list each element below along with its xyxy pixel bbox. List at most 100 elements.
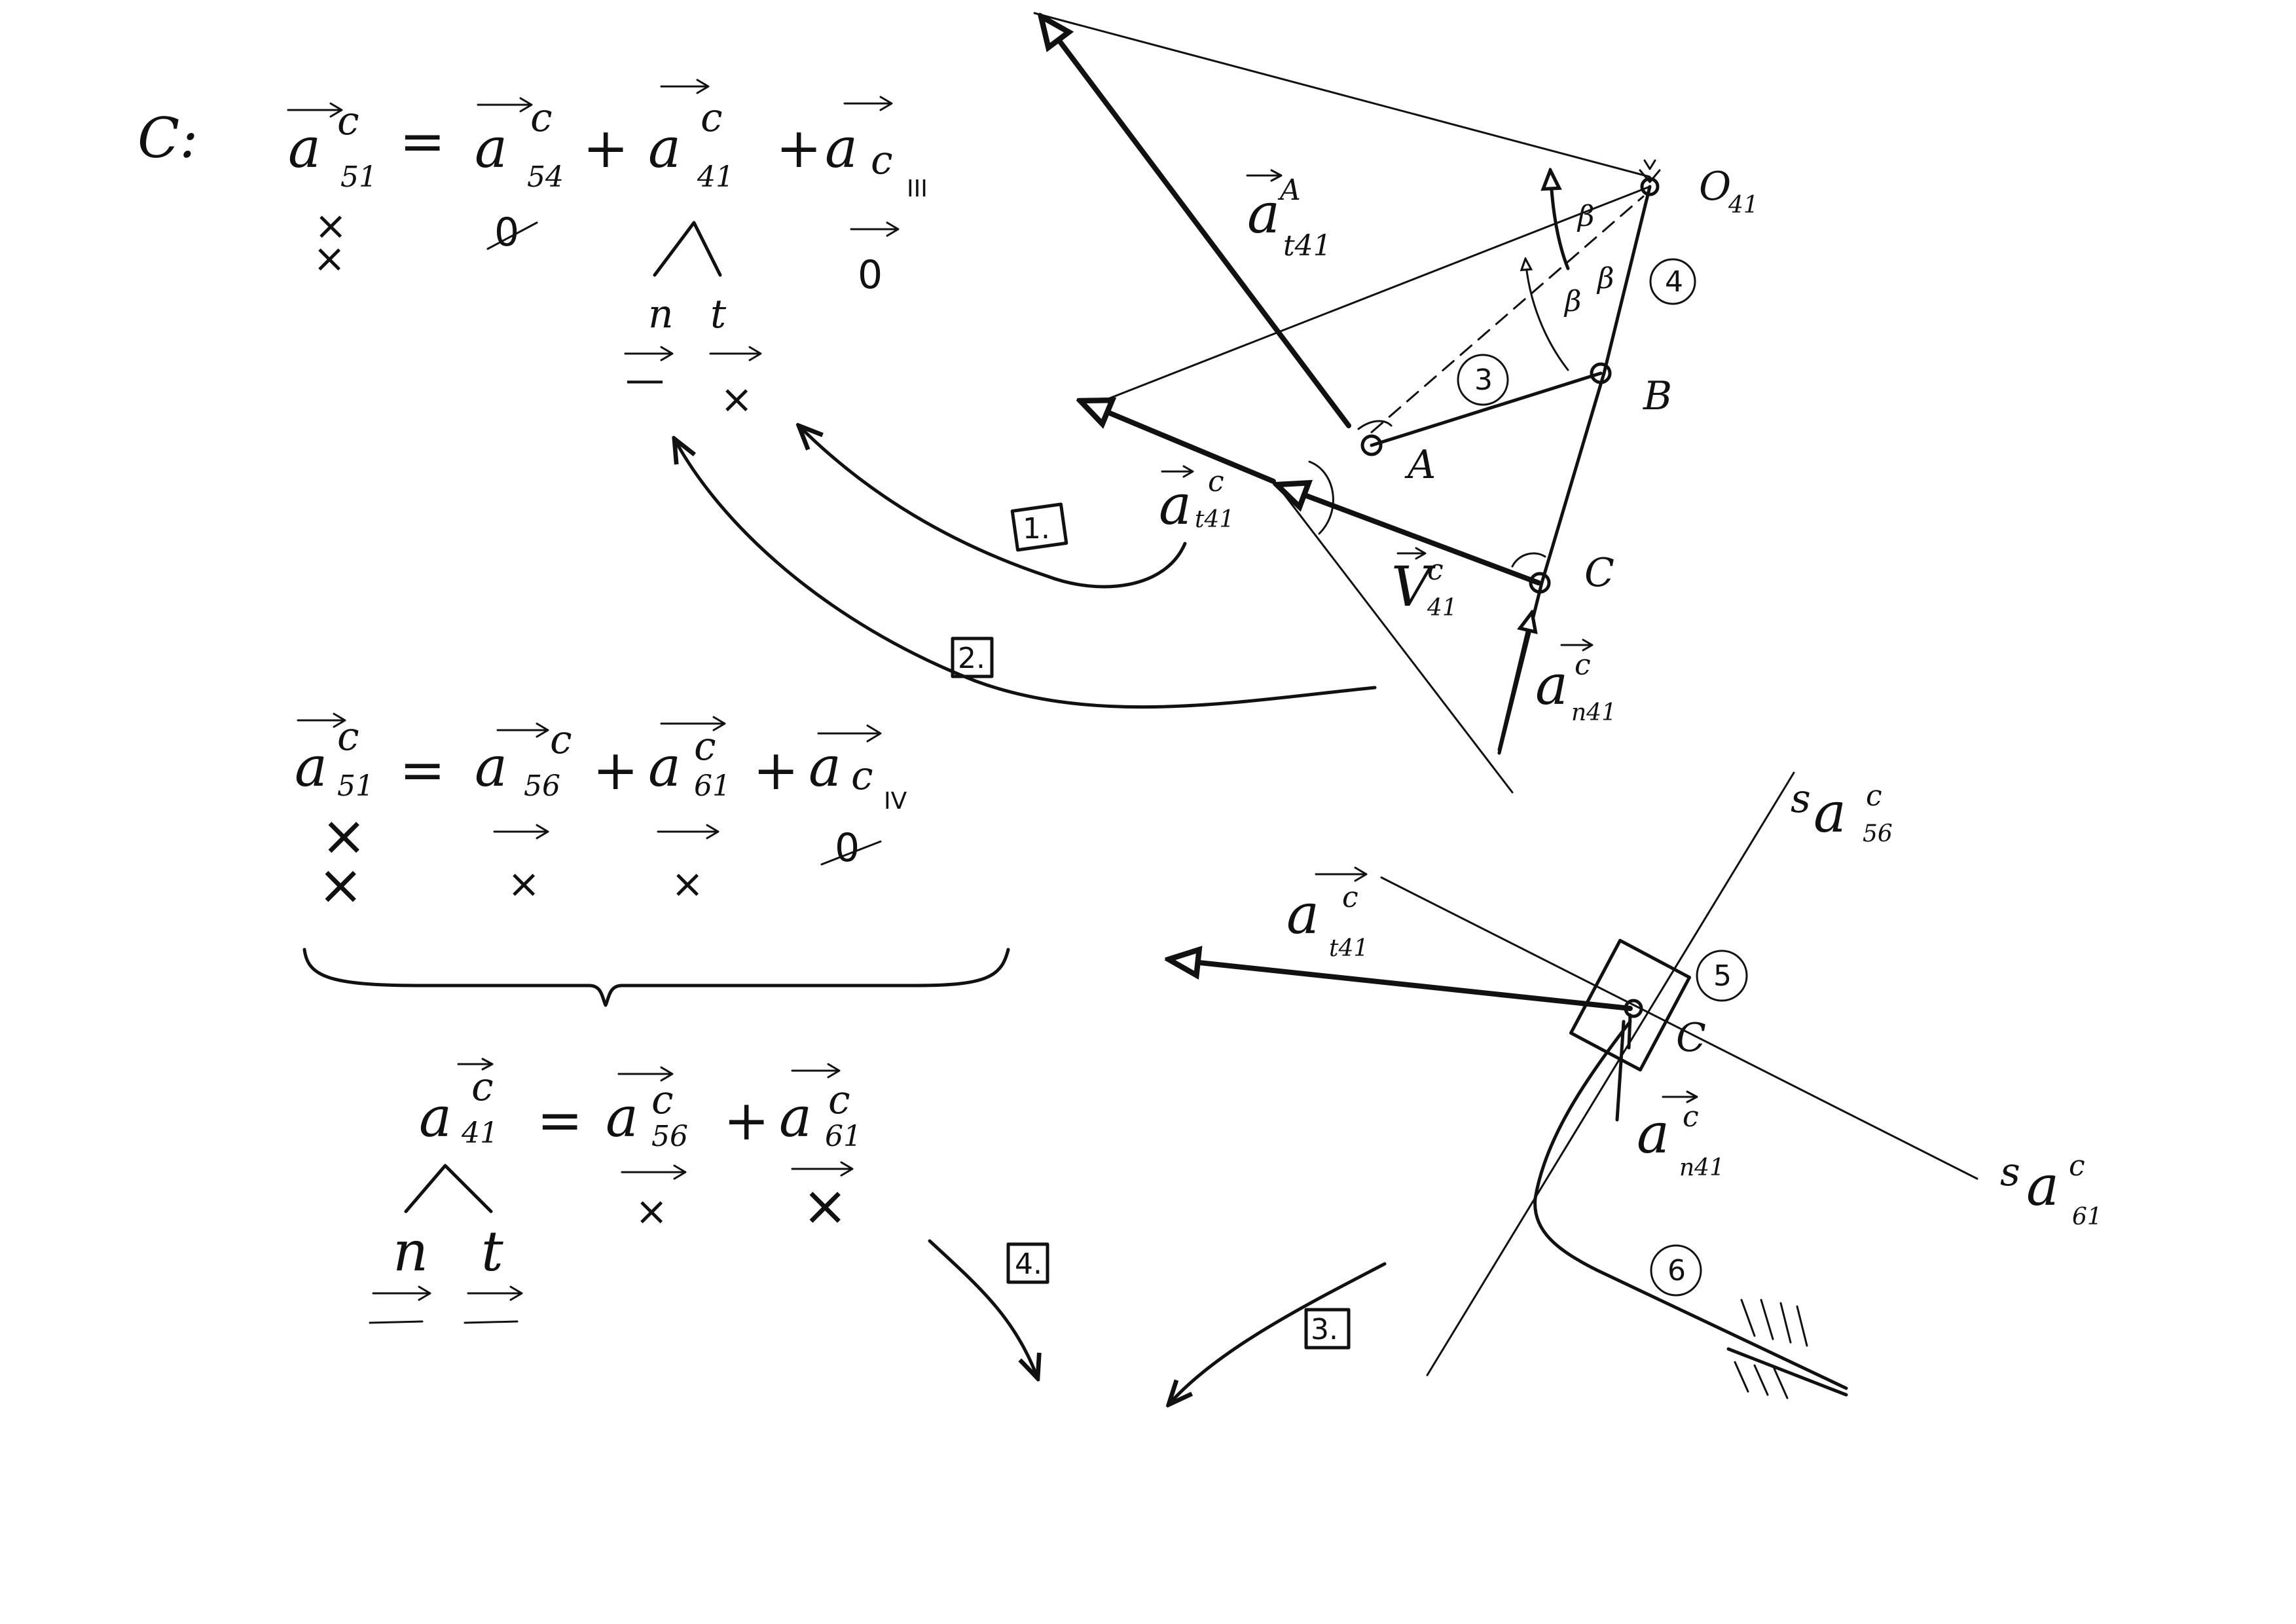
step-4-label: 4. [1015, 1247, 1042, 1281]
equation-1: C: a c 51 = a c 54 + a c 41 + a c III [137, 79, 928, 422]
link-4-circle [1649, 258, 1696, 305]
construction-line [1275, 483, 1514, 794]
link-6-label: 6 [1667, 1254, 1686, 1287]
vector-arrow-icon [1315, 866, 1368, 882]
svg-text:a: a [1247, 181, 1280, 246]
eq1-marker-lhs-2: × [313, 236, 346, 282]
step-2-arrow [674, 439, 1377, 709]
mechanism-diagram: O 41 B A C 3 4 β β β a A t41 a c t41 V [1033, 13, 1758, 794]
label-sa56: s a c 56 [1791, 776, 1893, 847]
eq2-term-a61: a c 61 [648, 716, 731, 803]
svg-text:c: c [694, 724, 716, 769]
eq2-term-a56: a c 56 [475, 717, 572, 803]
svg-text:a: a [809, 735, 841, 799]
svg-text:56: 56 [651, 1120, 688, 1153]
svg-text:s: s [1791, 776, 1811, 822]
slider-diagram: s a c 56 s a c 61 a c t41 a c n41 C 5 6 [1169, 771, 2102, 1399]
eq3-marker-t2: × [802, 1173, 848, 1238]
vector-arrow-icon [657, 824, 720, 840]
label-atA: a A t41 [1246, 169, 1332, 263]
svg-text:a: a [475, 116, 507, 180]
vector-arrow-icon [621, 1164, 687, 1180]
link-4 [1497, 185, 1652, 755]
vector-arrow-icon [1662, 1090, 1698, 1103]
eq1-marker-t3: 0 [858, 252, 883, 298]
eq2-plus-1: + [592, 738, 638, 802]
beta-label: β [1596, 262, 1614, 295]
svg-text:a: a [648, 735, 681, 799]
eq2-marker-lhs-1: × [321, 803, 367, 868]
eq2-marker-lhs-2: × [318, 853, 363, 917]
svg-text:61: 61 [825, 1120, 862, 1153]
eq1-prefix: C: [137, 106, 198, 170]
ground-hatch-icon [1734, 1299, 1808, 1399]
step-3-arrow [1169, 1262, 1387, 1405]
label-atC-upper: a c t41 [1159, 465, 1234, 537]
eq1-term-a41: a c 41 [648, 79, 734, 194]
eq2-marker-t2: × [671, 861, 704, 907]
svg-text:c: c [651, 1077, 674, 1123]
vector-arrow-icon [297, 712, 346, 728]
vector-arrow-icon [493, 824, 549, 840]
svg-text:41: 41 [1427, 595, 1457, 621]
step-2-box [951, 637, 994, 678]
eq1-term-a54: a c 54 [475, 95, 564, 194]
vector-atC-upper [1080, 401, 1276, 484]
split-branch [653, 221, 722, 277]
svg-text:c: c [530, 95, 553, 141]
grouping-brace [302, 948, 1010, 1007]
slider-block-5 [1569, 938, 1692, 1072]
svg-text:c: c [2069, 1149, 2085, 1183]
svg-text:c: c [1427, 553, 1444, 587]
vector-arrow-icon [817, 724, 882, 743]
vector-arrow-icon [477, 97, 533, 113]
vector-arrow-icon [496, 722, 549, 738]
vector-arrow-icon [287, 102, 343, 118]
equation-2: a c 51 = a c 56 + a c 61 + a c IV × × × [295, 712, 1010, 1007]
step-3-label: 3. [1311, 1313, 1338, 1346]
svg-text:s: s [2000, 1149, 2020, 1195]
step-1-label: 1. [1023, 512, 1050, 545]
svg-text:n41: n41 [1571, 699, 1616, 726]
svg-text:c: c [1208, 465, 1224, 498]
svg-text:a: a [1286, 882, 1319, 946]
link-6-guide [1533, 1020, 1848, 1390]
svg-text:a: a [1637, 1101, 1669, 1166]
fixed-support-icon [1639, 159, 1661, 183]
svg-text:c: c [828, 1077, 850, 1123]
svg-text:A: A [1277, 174, 1301, 207]
label-a: A [1404, 442, 1436, 488]
svg-text:t41: t41 [1329, 935, 1368, 962]
svg-text:a: a [648, 116, 681, 180]
line-sa56 [1426, 771, 1795, 1376]
vector-arrow-icon [791, 1063, 841, 1079]
beta-label: β [1563, 285, 1581, 318]
eq1-marker-n: — [625, 357, 665, 403]
joint-o41 [1640, 177, 1660, 196]
svg-text:c: c [701, 95, 723, 141]
label-c-lower: C [1676, 1015, 1706, 1061]
svg-text:a: a [1159, 473, 1192, 537]
vector-arrow-icon [624, 346, 674, 361]
double-underline [369, 1320, 424, 1324]
link-3 [1370, 371, 1603, 447]
eq1-equals: = [399, 109, 445, 174]
eq2-marker-t1: × [507, 861, 540, 907]
eq3-term-a56: a c 56 [606, 1066, 688, 1153]
label-o41: O 41 [1699, 164, 1758, 219]
svg-text:c: c [1866, 779, 1882, 813]
svg-text:41: 41 [1728, 192, 1758, 219]
eq1-plus-1: + [583, 116, 629, 180]
eq3-split-t: t [481, 1219, 503, 1283]
step-2-label: 2. [958, 642, 985, 675]
link-5-label: 5 [1713, 959, 1732, 993]
vector-arrow-icon [791, 1161, 854, 1177]
link-3-circle [1457, 354, 1509, 406]
eq1-term-ac3: a c III [825, 96, 928, 202]
label-b: B [1643, 373, 1672, 419]
vector-arrow-icon [850, 221, 900, 237]
svg-text:IV: IV [884, 788, 907, 815]
step-1-arrow [799, 426, 1187, 589]
eq2-marker-t3: 0 [835, 825, 860, 871]
vector-arrow-icon [709, 346, 762, 361]
